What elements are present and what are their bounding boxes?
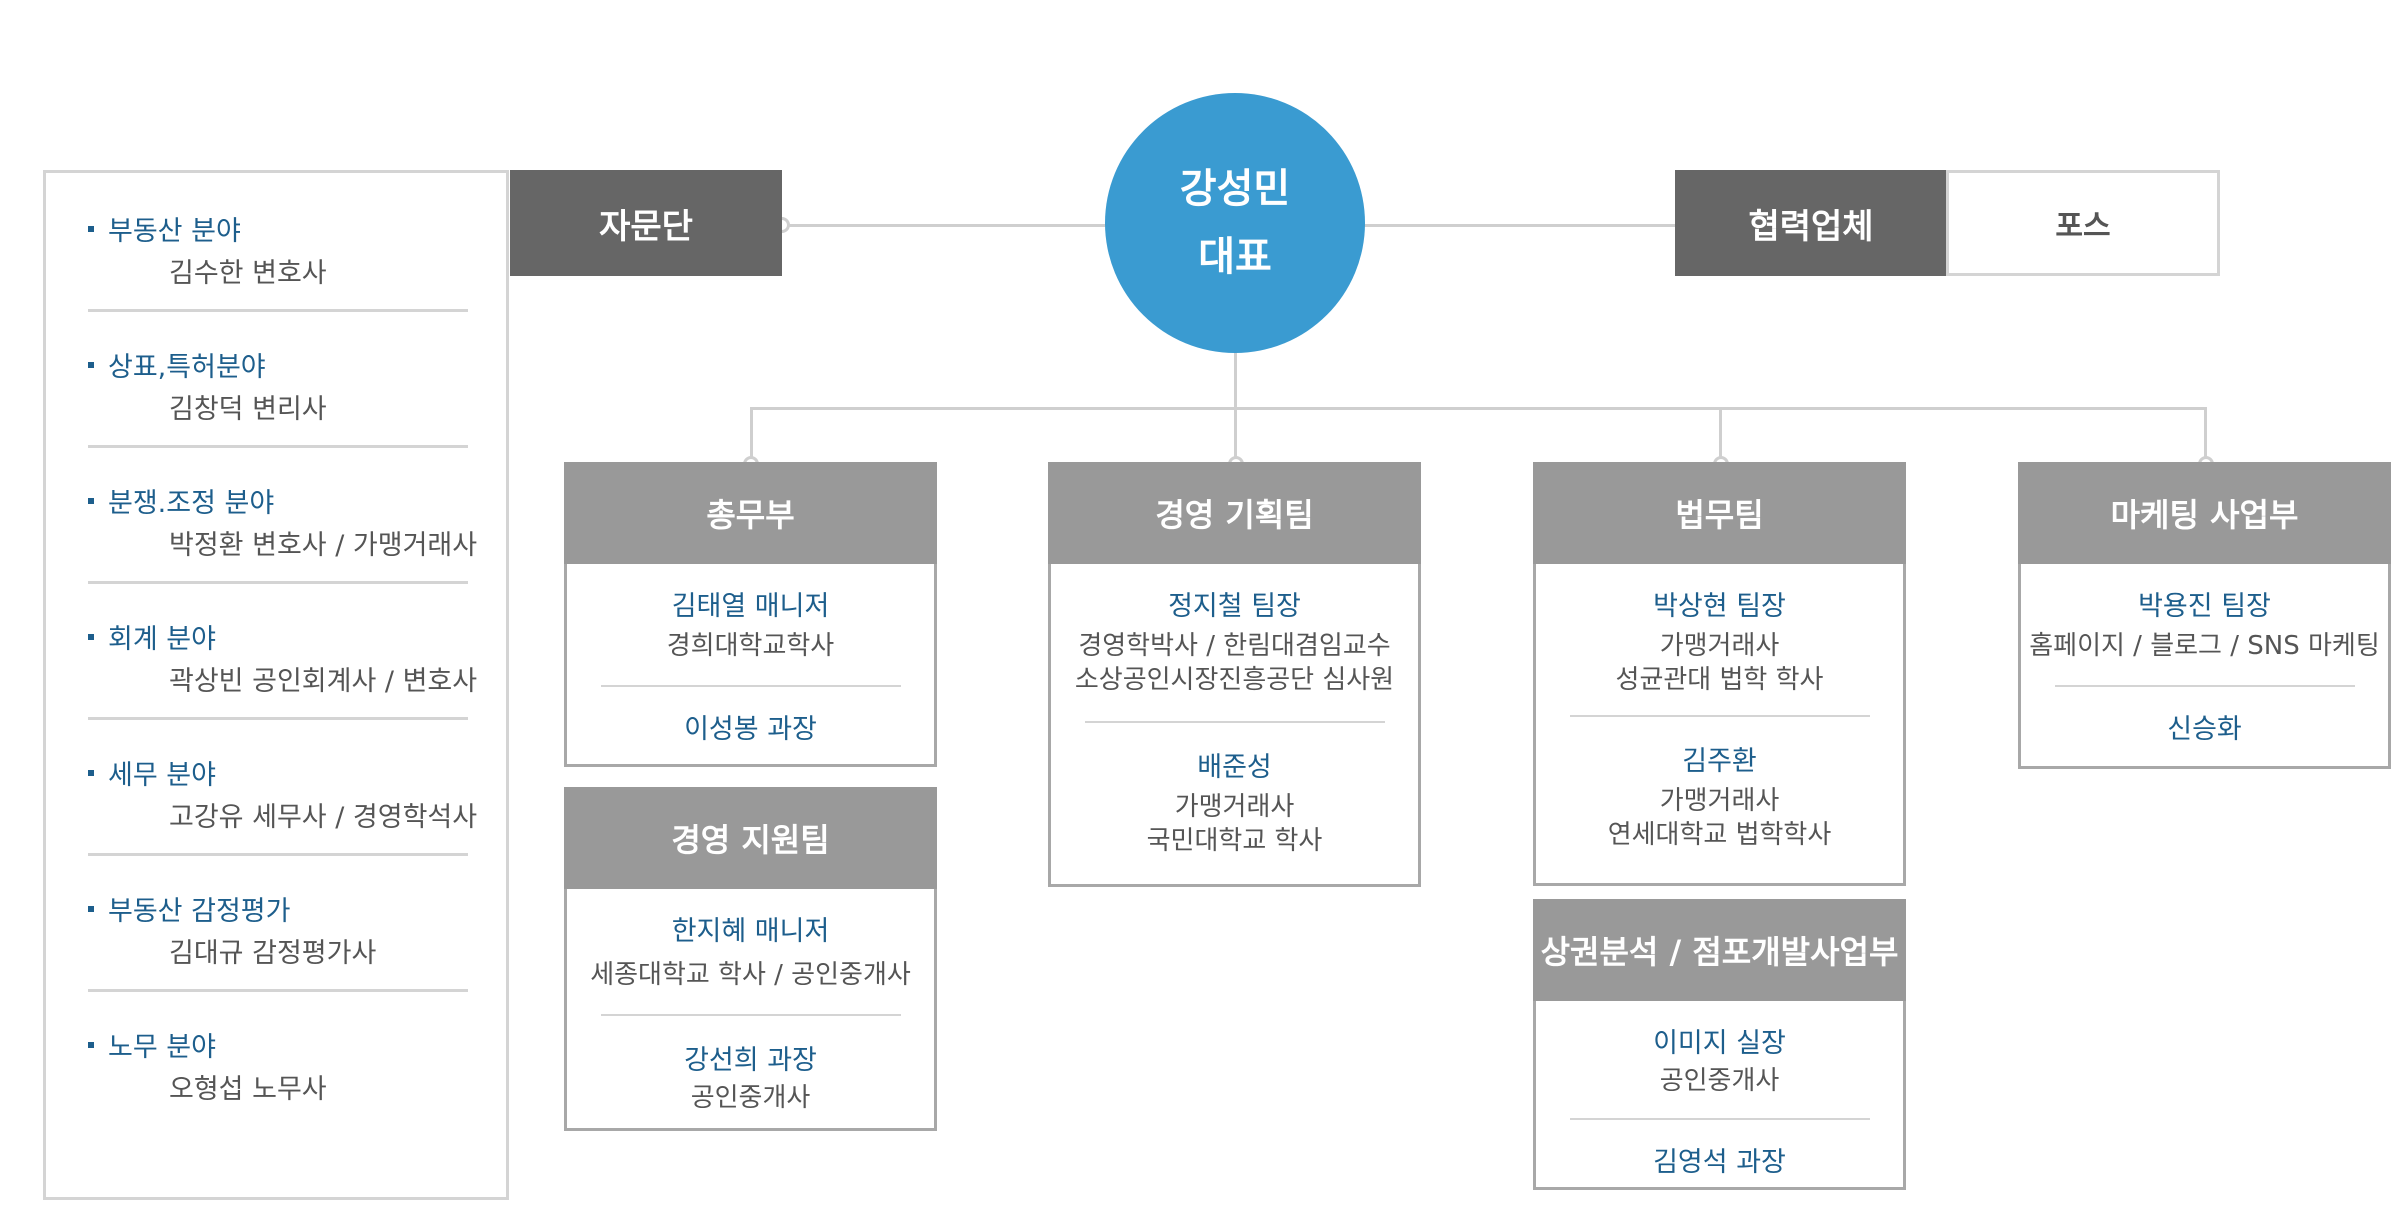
bullet-icon [88,769,94,776]
bullet-icon [88,905,94,912]
member-name: 한지혜 매니저 [671,916,830,947]
bullet-icon [88,361,94,368]
connector-drop-legal [1719,407,1722,465]
advisory-field: 부동산 분야 [88,209,241,248]
member-desc: 연세대학교 법학학사 [1607,820,1832,850]
member-desc: 가맹거래사 [1174,792,1295,822]
connector-advisory-ceo [782,224,1106,227]
divider [1084,721,1385,723]
advisory-person: 오형섭 노무사 [169,1074,327,1105]
connector-drop-marketing [2204,407,2207,465]
member-desc: 소상공인시장진흥공단 심사원 [1074,665,1395,695]
member-name: 배준성 [1197,752,1272,783]
partner-name-box: 포스 [1946,170,2220,276]
advisory-title-label: 자문단 [599,206,693,247]
member-desc: 홈페이지 / 블로그 / SNS 마케팅 [2029,631,2380,661]
advisory-field: 노무 분야 [88,1025,216,1064]
member-name: 박용진 팀장 [2138,591,2271,622]
member-name: 이미지 실장 [1653,1028,1786,1059]
advisory-item: 부동산 감정평가 김대규 감정평가사 [88,853,468,992]
ceo-name: 강성민 [1179,166,1291,212]
member-desc: 경희대학교학사 [666,631,835,661]
bullet-icon [88,633,94,640]
member-name: 이성봉 과장 [684,714,817,745]
advisory-item: 세무 분야 고강유 세무사 / 경영학석사 [88,717,477,856]
advisory-person: 박정환 변호사 / 가맹거래사 [169,530,478,561]
bullet-icon [88,1041,94,1048]
member-desc: 공인중개사 [1659,1066,1780,1096]
advisory-item: 부동산 분야 김수한 변호사 [88,173,468,312]
dept-title: 상권분석 / 점포개발사업부 [1533,899,1906,1001]
member-name: 김영석 과장 [1653,1147,1786,1178]
dept-title: 총무부 [564,462,937,564]
advisory-item: 회계 분야 곽상빈 공인회계사 / 변호사 [88,581,477,720]
advisory-person: 김창덕 변리사 [169,394,327,425]
divider [600,1014,901,1016]
advisory-field: 부동산 감정평가 [88,889,290,928]
advisory-person: 김대규 감정평가사 [169,938,377,969]
divider [2054,685,2355,687]
member-name: 김주환 [1682,746,1757,777]
advisory-field: 세무 분야 [88,753,216,792]
advisory-field: 회계 분야 [88,617,216,656]
partner-title: 협력업체 [1675,170,1947,276]
dept-title: 경영 지원팀 [564,787,937,889]
member-desc: 세종대학교 학사 / 공인중개사 [590,960,911,990]
advisory-item: 분쟁.조정 분야 박정환 변호사 / 가맹거래사 [88,445,477,584]
member-name: 박상현 팀장 [1653,591,1786,622]
member-desc: 가맹거래사 [1659,786,1780,816]
partner-title-label: 협력업체 [1748,206,1874,247]
advisory-person: 곽상빈 공인회계사 / 변호사 [169,666,478,697]
member-name: 신승화 [2167,714,2242,745]
dept-marketing: 마케팅 사업부 박용진 팀장 홈페이지 / 블로그 / SNS 마케팅 신승화 [2018,462,2391,769]
bullet-icon [88,497,94,504]
divider [600,685,901,687]
partner-name: 포스 [2055,209,2111,244]
connector-ceo-partner [1364,224,1684,227]
dept-title: 경영 기획팀 [1048,462,1421,564]
member-name: 강선희 과장 [684,1045,817,1076]
dept-support: 경영 지원팀 한지혜 매니저 세종대학교 학사 / 공인중개사 강선희 과장 공… [564,787,937,1131]
connector-horizontal-bus [750,407,2207,410]
advisory-panel: 부동산 분야 김수한 변호사 상표,특허분야 김창덕 변리사 분쟁.조정 분야 … [43,170,509,1200]
dept-legal: 법무팀 박상현 팀장 가맹거래사 성균관대 법학 학사 김주환 가맹거래사 연세… [1533,462,1906,886]
ceo-title: 대표 [1198,234,1272,280]
member-desc: 국민대학교 학사 [1146,826,1323,856]
advisory-field: 상표,특허분야 [88,345,266,384]
dept-title: 마케팅 사업부 [2018,462,2391,564]
advisory-title: 자문단 [510,170,782,276]
dept-general: 총무부 김태열 매니저 경희대학교학사 이성봉 과장 [564,462,937,767]
member-desc: 경영학박사 / 한림대겸임교수 [1078,631,1391,661]
advisory-item: 노무 분야 오형섭 노무사 [88,989,468,1125]
member-name: 정지철 팀장 [1168,591,1301,622]
dept-planning: 경영 기획팀 정지철 팀장 경영학박사 / 한림대겸임교수 소상공인시장진흥공단… [1048,462,1421,887]
advisory-item: 상표,특허분야 김창덕 변리사 [88,309,468,448]
dept-commercial: 상권분석 / 점포개발사업부 이미지 실장 공인중개사 김영석 과장 [1533,899,1906,1190]
member-desc: 공인중개사 [690,1083,811,1113]
connector-drop-general [750,407,753,465]
ceo-circle: 강성민 대표 [1105,93,1365,353]
member-desc: 가맹거래사 [1659,631,1780,661]
member-name: 김태열 매니저 [671,591,830,622]
member-desc: 성균관대 법학 학사 [1615,665,1824,695]
advisory-field: 분쟁.조정 분야 [88,481,274,520]
advisory-person: 김수한 변호사 [169,258,327,289]
dept-title: 법무팀 [1533,462,1906,564]
advisory-person: 고강유 세무사 / 경영학석사 [169,802,478,833]
divider [1569,1118,1870,1120]
divider [1569,715,1870,717]
bullet-icon [88,225,94,232]
